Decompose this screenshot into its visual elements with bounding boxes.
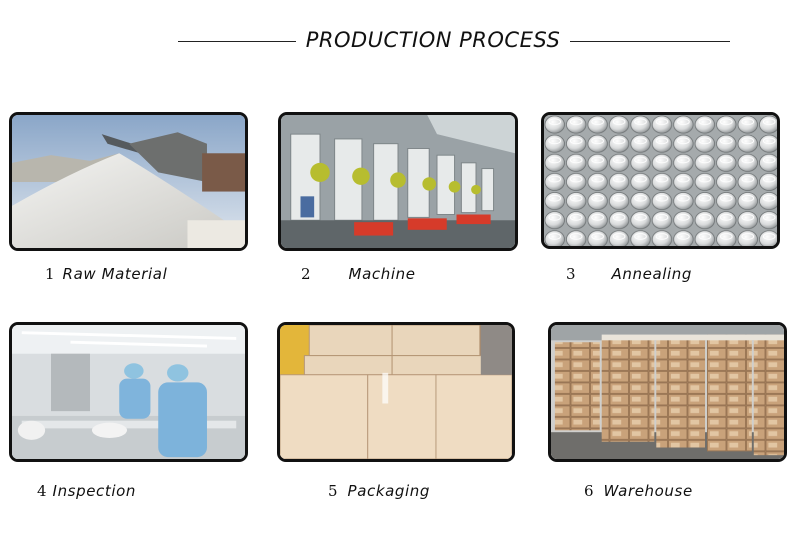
step-6-caption: 6 Warehouse (584, 482, 693, 500)
factory-machine-photo (281, 115, 515, 248)
sand-pile-photo (12, 115, 245, 248)
step-3-label: Annealing (611, 265, 693, 283)
step-1-image (9, 112, 248, 251)
warehouse-stacks-photo (551, 325, 784, 459)
inspection-workers-photo (12, 325, 245, 459)
step-4-number: 4 (37, 482, 47, 500)
step-1-caption: 1 Raw Material (45, 265, 167, 283)
step-2-image (278, 112, 518, 251)
title-rule-left (178, 41, 296, 42)
step-3-number: 3 (566, 265, 576, 283)
step-4-caption: 4 Inspection (37, 482, 136, 500)
step-2-label: Machine (348, 265, 416, 283)
step-4-image (9, 322, 248, 462)
step-6-image (548, 322, 787, 462)
step-6-label: Warehouse (603, 482, 693, 500)
step-2-number: 2 (301, 265, 311, 283)
page-title: PRODUCTION PROCESS (305, 28, 561, 52)
step-3-caption: 3 Annealing (566, 265, 692, 283)
step-5-caption: 5 Packaging (328, 482, 430, 500)
title-rule-right (570, 41, 730, 42)
header: PRODUCTION PROCESS (178, 26, 730, 56)
step-6-number: 6 (584, 482, 594, 500)
step-3-image (541, 112, 780, 249)
cartons-photo (280, 325, 512, 459)
step-1-number: 1 (45, 265, 55, 283)
glass-jars-photo (544, 115, 777, 246)
step-5-number: 5 (328, 482, 338, 500)
step-1-label: Raw Material (62, 265, 168, 283)
step-5-image (277, 322, 515, 462)
step-2-caption: 2 Machine (301, 265, 416, 283)
step-5-label: Packaging (347, 482, 431, 500)
step-4-label: Inspection (52, 482, 137, 500)
